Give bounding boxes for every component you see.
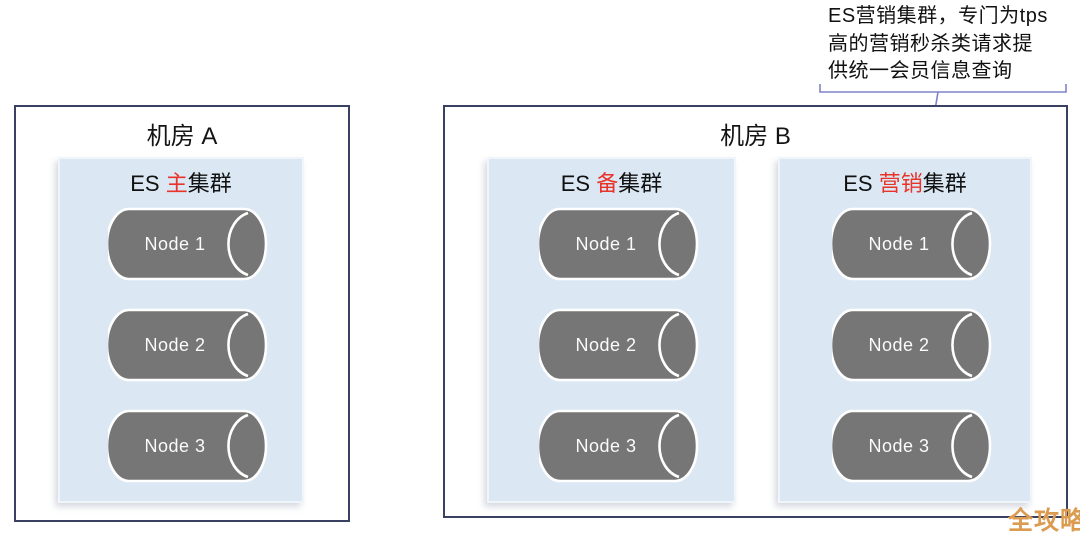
callout-line-1: ES营销集群，专门为tps: [828, 5, 1048, 27]
node-label: Node 3: [144, 435, 206, 456]
node-cylinder: Node 3: [539, 409, 699, 483]
datacenter-a-box: 机房 A ES 主集群 Node 1 Node 2: [14, 105, 350, 522]
cylinder-shape: [539, 409, 699, 483]
node-cylinder: Node 1: [108, 207, 268, 281]
cluster-title-suffix: 集群: [187, 171, 232, 196]
datacenter-a-title: 机房 A: [146, 123, 218, 150]
cylinder-shape: [108, 308, 268, 382]
node-label: Node 2: [868, 334, 930, 355]
cluster-title-prefix: ES: [843, 171, 879, 196]
cylinder-shape: [539, 308, 699, 382]
cluster-es-primary-title: ES 主集群: [60, 159, 302, 198]
cluster-es-marketing: ES 营销集群 Node 1 Node 2: [778, 157, 1032, 503]
datacenter-b-box: 机房 B ES 备集群 Node 1 Node 2: [443, 105, 1068, 518]
cylinder-shape: [832, 308, 992, 382]
cluster-title-highlight: 主: [165, 171, 188, 196]
node-cylinder: Node 3: [108, 409, 268, 483]
node-label: Node 3: [868, 435, 930, 456]
node-cylinder: Node 3: [832, 409, 992, 483]
cluster-title-suffix: 集群: [618, 171, 663, 196]
cluster-es-marketing-title: ES 营销集群: [780, 159, 1030, 198]
cylinder-shape: [832, 207, 992, 281]
cylinder-shape: [108, 409, 268, 483]
cluster-title-highlight: 备: [596, 171, 619, 196]
cluster-es-primary: ES 主集群 Node 1 Node 2: [58, 157, 304, 503]
node-cylinder: Node 2: [539, 308, 699, 382]
cluster-es-backup-title: ES 备集群: [489, 159, 734, 198]
node-label: Node 3: [575, 435, 637, 456]
node-cylinder: Node 2: [108, 308, 268, 382]
callout-note: ES营销集群，专门为tps 高的营销秒杀类请求提 供统一会员信息查询: [828, 3, 1048, 86]
cylinder-shape: [832, 409, 992, 483]
node-label: Node 1: [144, 233, 206, 254]
datacenter-b-title: 机房 B: [720, 123, 791, 150]
callout-line-2: 高的营销秒杀类请求提: [828, 32, 1033, 55]
cluster-title-prefix: ES: [560, 171, 597, 196]
callout-line-3: 供统一会员信息查询: [828, 60, 1013, 82]
node-label: Node 1: [868, 233, 930, 254]
cylinder-shape: [539, 207, 699, 281]
node-cylinder: Node 2: [832, 308, 992, 382]
cluster-es-backup: ES 备集群 Node 1 Node 2: [487, 157, 736, 503]
cluster-title-prefix: ES: [130, 171, 166, 196]
cluster-title-suffix: 集群: [922, 171, 967, 196]
node-cylinder: Node 1: [832, 207, 992, 281]
cluster-title-highlight: 营销: [878, 171, 923, 196]
watermark: 全攻略: [1008, 507, 1080, 535]
node-label: Node 2: [144, 334, 206, 355]
node-label: Node 1: [575, 233, 637, 254]
node-label: Node 2: [575, 334, 637, 355]
node-cylinder: Node 1: [539, 207, 699, 281]
cylinder-shape: [108, 207, 268, 281]
